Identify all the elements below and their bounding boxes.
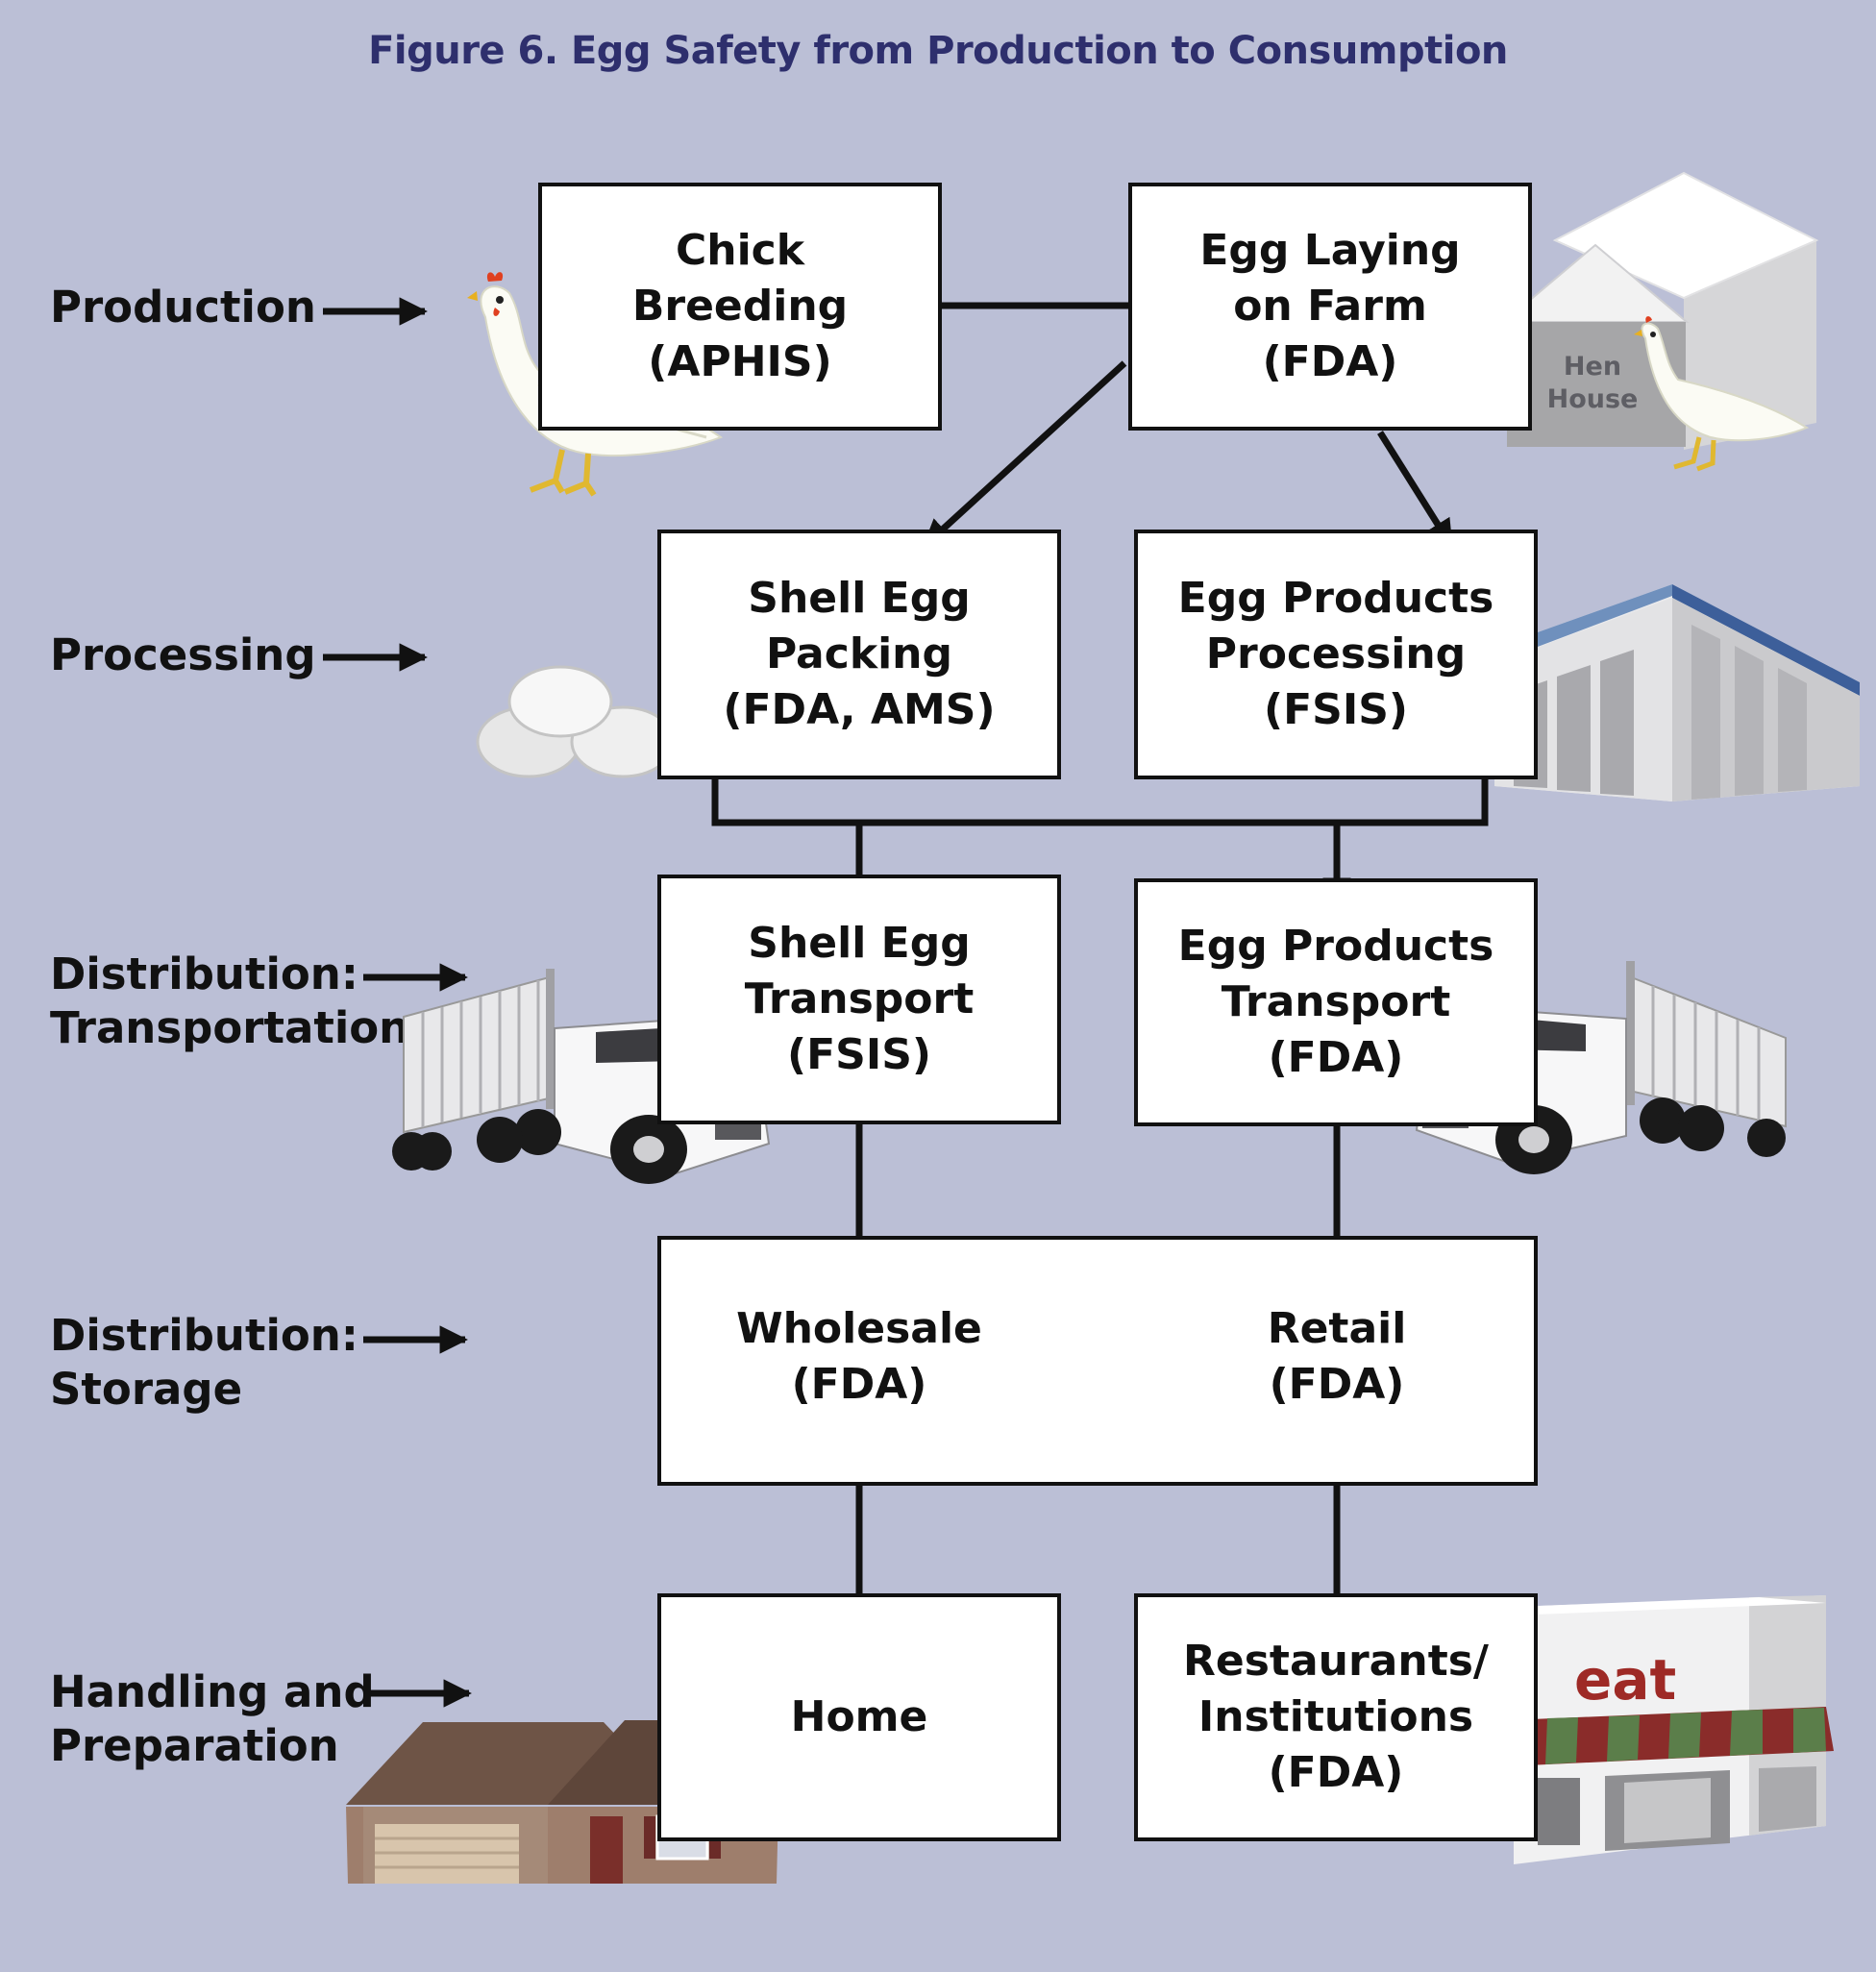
box-text: Breeding xyxy=(631,282,849,331)
box-chick-breeding: Chick Breeding (APHIS) xyxy=(538,183,942,431)
stage-label-line: Handling and xyxy=(50,1666,375,1717)
arrow-laying-to-processing xyxy=(1377,431,1454,549)
box-restaurants: Restaurants/ Institutions (FDA) xyxy=(1134,1593,1538,1841)
box-text: Packing xyxy=(765,629,952,678)
box-text: (APHIS) xyxy=(648,337,832,386)
box-text: Retail xyxy=(1267,1304,1407,1353)
processing-merge-line xyxy=(711,776,1489,826)
stage-label-line: Preparation xyxy=(50,1720,339,1771)
box-text: Transport xyxy=(744,974,975,1023)
wholesale-label: Wholesale (FDA) xyxy=(705,1301,1013,1413)
retail-label: Retail (FDA) xyxy=(1183,1301,1491,1413)
box-text: Wholesale xyxy=(736,1304,982,1353)
stage-label-handling: Handling and Preparation xyxy=(50,1665,375,1773)
stage-label-line: Transportation xyxy=(50,1002,410,1053)
box-egg-products-processing: Egg Products Processing (FSIS) xyxy=(1134,530,1538,779)
hen-house-icon: Hen House xyxy=(1501,171,1819,472)
hen-house-sign-line: House xyxy=(1547,384,1639,414)
stage-label-storage: Distribution: Storage xyxy=(50,1309,358,1417)
box-text: Shell Egg xyxy=(748,574,971,623)
box-text: Processing xyxy=(1205,629,1467,678)
stage-label-line: Distribution: xyxy=(50,949,358,999)
box-text: on Farm xyxy=(1233,282,1427,331)
box-text: Egg Products xyxy=(1177,922,1494,971)
box-text: Institutions xyxy=(1197,1692,1474,1741)
box-text: Chick xyxy=(675,226,805,275)
factory-icon xyxy=(1494,584,1860,801)
box-text: Egg Laying xyxy=(1199,226,1461,275)
box-text: Restaurants/ xyxy=(1183,1637,1489,1686)
box-text: (FDA) xyxy=(791,1360,927,1409)
box-text: (FDA) xyxy=(1268,1748,1404,1797)
store-icon: eat xyxy=(1507,1595,1834,1864)
stage-label-line: Storage xyxy=(50,1364,243,1415)
box-text: Transport xyxy=(1221,977,1451,1026)
stage-label-transportation: Distribution: Transportation xyxy=(50,948,409,1055)
stage-label-processing: Processing xyxy=(50,629,316,682)
stage-label-processing-text: Processing xyxy=(50,629,316,680)
box-wholesale-retail xyxy=(657,1236,1538,1486)
box-text: (FDA) xyxy=(1268,1033,1404,1082)
box-shell-egg-transport: Shell Egg Transport (FSIS) xyxy=(657,875,1061,1124)
stage-label-line: Distribution: xyxy=(50,1310,358,1361)
box-text: (FDA, AMS) xyxy=(723,685,996,734)
box-egg-laying: Egg Laying on Farm (FDA) xyxy=(1128,183,1532,431)
box-text: Shell Egg xyxy=(748,919,971,968)
box-shell-egg-packing: Shell Egg Packing (FDA, AMS) xyxy=(657,530,1061,779)
box-text: (FDA) xyxy=(1262,337,1398,386)
eggs-icon xyxy=(476,665,676,778)
box-text: (FSIS) xyxy=(786,1030,932,1079)
box-home: Home xyxy=(657,1593,1061,1841)
box-egg-products-transport: Egg Products Transport (FDA) xyxy=(1134,878,1538,1126)
figure-title: Figure 6. Egg Safety from Production to … xyxy=(368,29,1508,73)
arrow-laying-to-packing xyxy=(922,360,1127,549)
box-text: (FSIS) xyxy=(1263,685,1409,734)
store-sign-eat: eat xyxy=(1574,1647,1676,1713)
hen-house-sign-line: Hen xyxy=(1564,352,1621,382)
stage-label-production-text: Production xyxy=(50,282,316,333)
box-text: Egg Products xyxy=(1177,574,1494,623)
box-text: (FDA) xyxy=(1269,1360,1405,1409)
stage-label-production: Production xyxy=(50,281,316,334)
stage-arrows xyxy=(323,297,472,1708)
box-text: Home xyxy=(790,1692,928,1741)
